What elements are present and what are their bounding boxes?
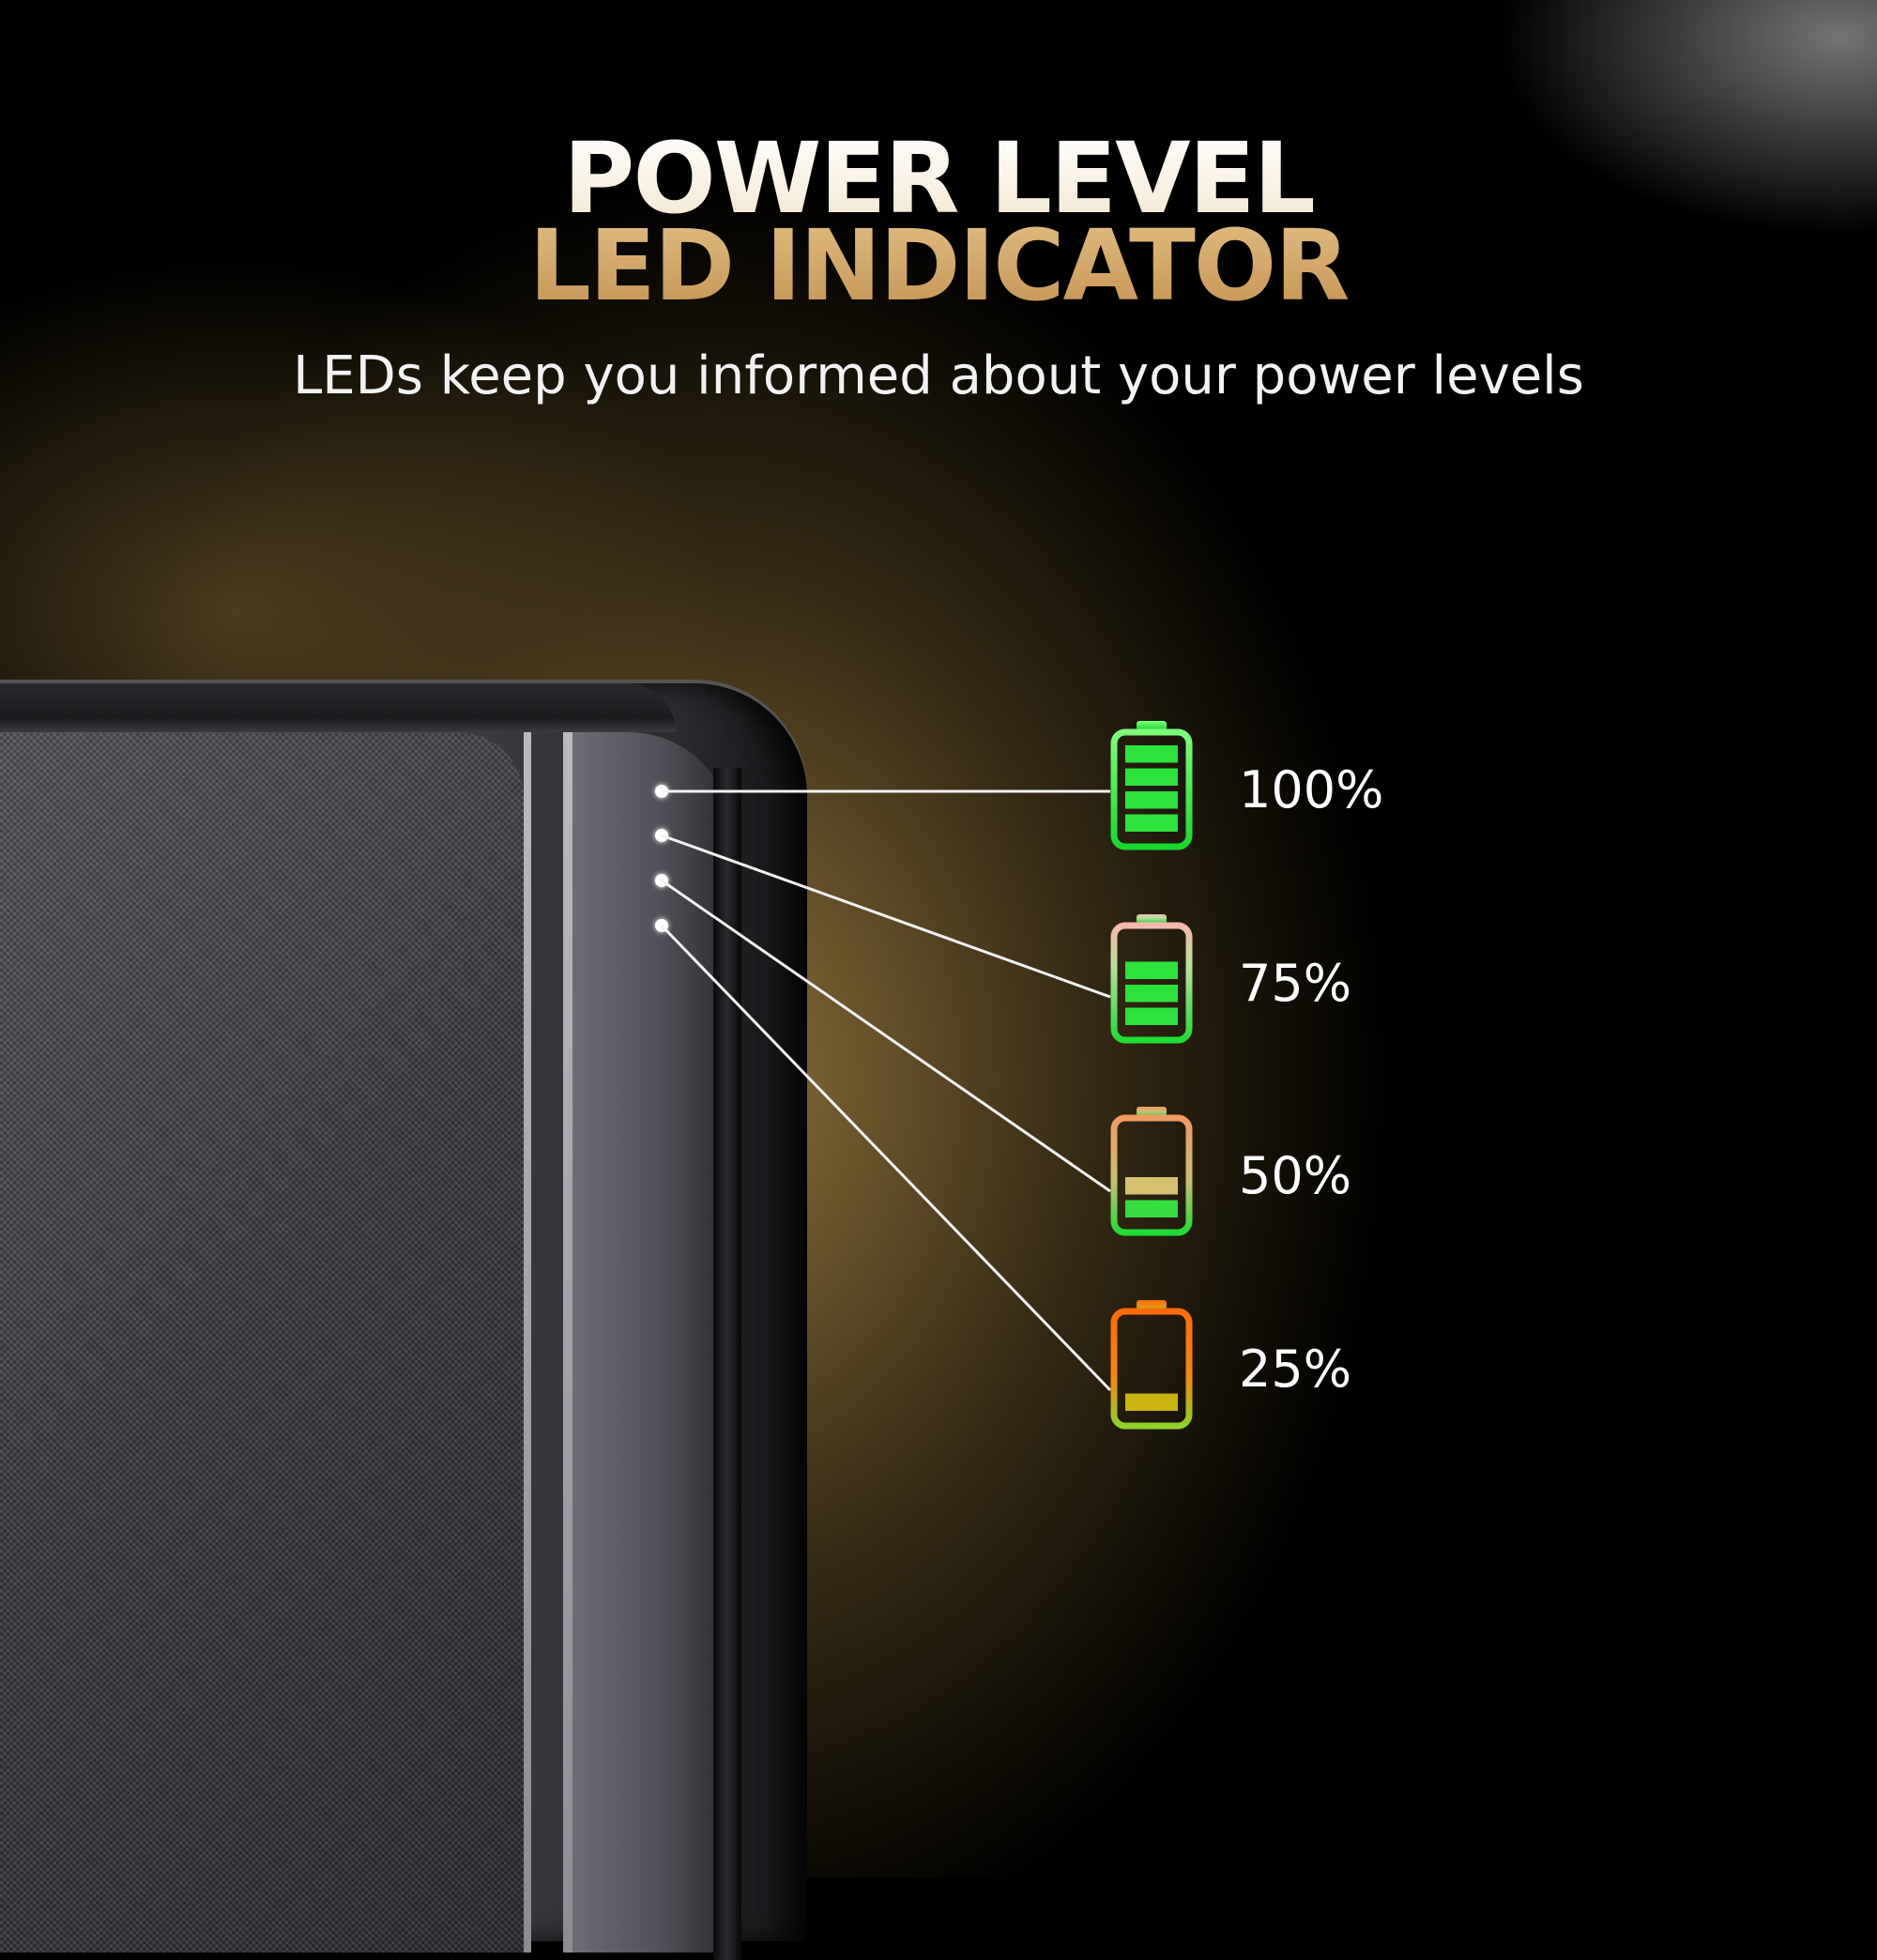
device-strip — [563, 732, 572, 1952]
battery-level-segment — [1125, 814, 1178, 832]
battery-level-segment — [1125, 791, 1178, 809]
battery-icons — [1110, 721, 1193, 1430]
percentage-label: 75% — [1239, 954, 1352, 1013]
callout-line — [661, 879, 1111, 1193]
battery-level-segment — [1125, 1007, 1178, 1025]
battery-level-segment — [1125, 1200, 1178, 1217]
callout-lines — [660, 789, 1112, 1392]
battery-full-icon — [1110, 721, 1193, 850]
device-strip — [524, 732, 531, 1952]
battery-three-quarter-icon — [1110, 914, 1193, 1044]
callout-line — [661, 834, 1111, 999]
device-textured-face — [0, 732, 524, 1952]
headline-led-indicator: LED INDICATOR — [0, 214, 1877, 317]
battery-level-segment — [1125, 768, 1178, 786]
battery-level-segment — [1125, 961, 1178, 979]
subtitle: LEDs keep you informed about your power … — [293, 345, 1584, 406]
battery-level-segment — [1125, 745, 1178, 763]
device-top-edge — [0, 683, 676, 732]
percentage-label: 25% — [1239, 1340, 1352, 1399]
battery-level-segment — [1125, 1177, 1178, 1195]
percentage-label: 50% — [1239, 1146, 1352, 1205]
callout-line — [660, 924, 1112, 1392]
battery-half-icon — [1110, 1107, 1193, 1236]
battery-level-segment — [1125, 985, 1178, 1003]
percentage-labels: 100% 75% 50% 25% — [1239, 760, 1384, 1399]
battery-quarter-icon — [1110, 1300, 1193, 1430]
battery-level-segment — [1125, 1393, 1178, 1411]
power-bank-device — [0, 683, 807, 1960]
device-side-rim — [572, 732, 732, 1952]
device-edge — [713, 768, 741, 1960]
headline-power-level: POWER LEVEL — [0, 127, 1877, 230]
percentage-label: 100% — [1239, 760, 1384, 819]
led-callout-overlay — [655, 721, 1193, 1430]
